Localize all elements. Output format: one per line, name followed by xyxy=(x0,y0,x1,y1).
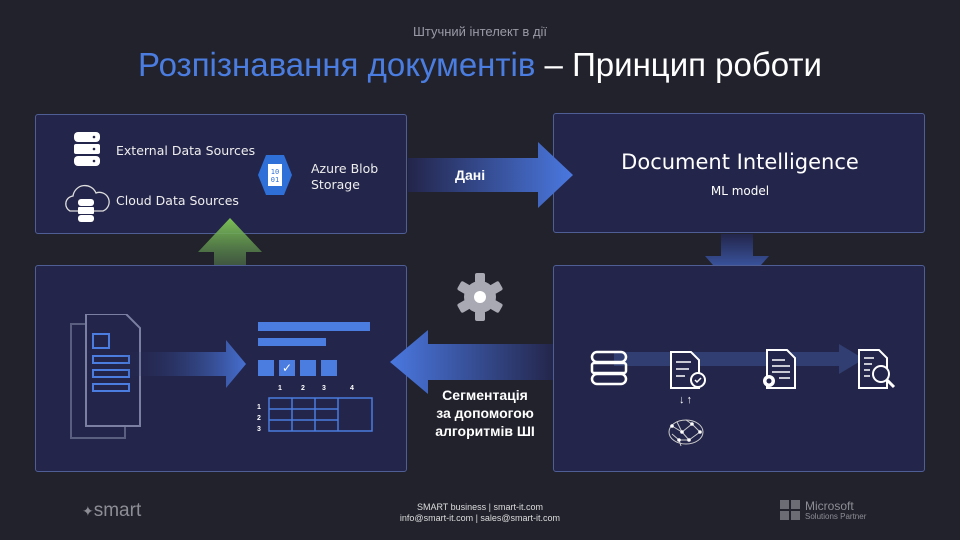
svg-text:10: 10 xyxy=(271,168,279,176)
cloud-data-sources-label: Cloud Data Sources xyxy=(116,193,239,208)
ms-name: Microsoft xyxy=(805,499,854,513)
segmented-document-panel: ✓ 1 2 3 4 1 2 3 xyxy=(35,265,407,472)
data-arrow-label: Дані xyxy=(455,167,486,183)
seg-line2: за допомогою xyxy=(436,405,534,421)
row-3: 3 xyxy=(257,426,261,433)
col-2: 2 xyxy=(301,385,305,392)
slide-subtitle: Штучний інтелект в дії xyxy=(412,24,548,39)
cloud-database-icon xyxy=(65,184,110,222)
col-1: 1 xyxy=(278,385,282,392)
table-grid xyxy=(268,397,373,432)
row-1: 1 xyxy=(257,404,261,411)
segmentation-label: Сегментація за допомогою алгоритмів ШІ xyxy=(420,386,550,440)
model-subtitle: ML model xyxy=(710,184,770,198)
document-scan-icon xyxy=(70,314,246,439)
footer-line2: info@smart-it.com | sales@smart-it.com xyxy=(399,513,561,523)
smart-logo-text: smart xyxy=(93,500,142,521)
microsoft-logo-icon xyxy=(780,500,800,520)
svg-text:01: 01 xyxy=(271,176,279,184)
ms-sub: Solutions Partner xyxy=(805,512,867,521)
processing-pipeline-panel: ↓↑ xyxy=(553,265,925,472)
col-3: 3 xyxy=(322,385,326,392)
title-highlight: Розпізнавання документів xyxy=(138,46,536,83)
azure-line1: Azure Blob xyxy=(311,161,379,176)
seg-line3: алгоритмів ШІ xyxy=(435,423,535,439)
checklist-doc-icon xyxy=(670,351,706,389)
data-arrow xyxy=(408,142,573,208)
segment-bar xyxy=(258,322,370,331)
doc-search-icon xyxy=(858,349,896,389)
neural-brain-icon xyxy=(668,419,704,447)
pipeline-arrow xyxy=(614,344,864,374)
down-arrow xyxy=(705,234,769,292)
segment-bar xyxy=(258,338,326,346)
model-title: Document Intelligence xyxy=(621,150,859,174)
database-icon xyxy=(74,132,100,166)
data-sources-panel: External Data Sources Cloud Data Sources… xyxy=(35,114,407,234)
gear-icon xyxy=(456,273,504,321)
col-4: 4 xyxy=(350,385,354,392)
doc-settings-icon xyxy=(763,349,796,389)
title-rest: – Принцип роботи xyxy=(535,46,822,83)
check-icon: ✓ xyxy=(279,360,295,376)
segmentation-arrow xyxy=(390,330,555,394)
footer-line1: SMART business | smart-it.com xyxy=(416,502,544,512)
bird-icon: ✦ xyxy=(82,503,94,519)
smart-logo: ✦smart xyxy=(82,500,141,522)
seg-line1: Сегментація xyxy=(442,387,528,403)
database-icon xyxy=(590,350,628,386)
table-row-headers: 1 2 3 xyxy=(257,402,261,435)
document-intelligence-panel: Document Intelligence ML model xyxy=(553,113,925,233)
azure-line2: Storage xyxy=(311,177,360,192)
slide-title: Розпізнавання документів – Принцип робот… xyxy=(0,46,960,84)
external-data-sources-label: External Data Sources xyxy=(116,143,256,158)
checkbox-row: ✓ xyxy=(258,360,353,376)
row-2: 2 xyxy=(257,415,261,422)
up-down-arrows-icon: ↓↑ xyxy=(679,394,694,406)
